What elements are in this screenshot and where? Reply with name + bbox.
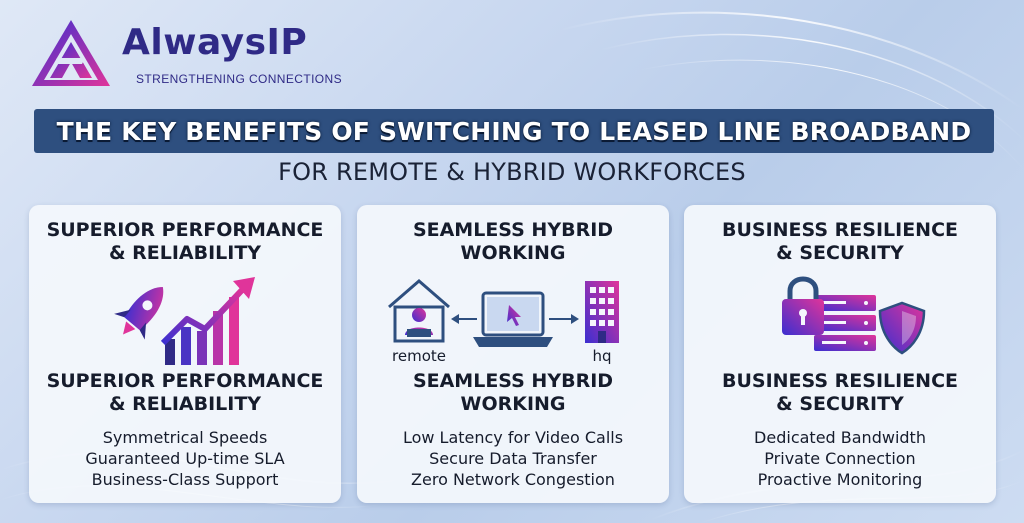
hq-label: hq [592, 347, 611, 365]
feature-item: Business-Class Support [91, 470, 279, 489]
card-heading-line2: & RELIABILITY [108, 242, 262, 264]
server-icon [814, 295, 876, 351]
feature-item: Secure Data Transfer [429, 449, 597, 468]
card-heading: BUSINESS RESILIENCE & SECURITY [684, 219, 996, 265]
house-laptop-office-icon: remote hq [388, 279, 619, 365]
card-heading: SUPERIOR PERFORMANCE & RELIABILITY [29, 219, 341, 265]
card-heading-repeat: SEAMLESS HYBRID WORKING [357, 370, 669, 416]
card-heading: SEAMLESS HYBRID WORKING [357, 219, 669, 265]
padlock-server-shield-icon [782, 276, 926, 355]
brand-name: AlwaysIP [122, 22, 308, 63]
card-heading-line1: SUPERIOR PERFORMANCE [46, 370, 324, 392]
feature-item: Guaranteed Up-time SLA [85, 449, 285, 468]
card-heading-line1: BUSINESS RESILIENCE [721, 370, 958, 392]
feature-item: Zero Network Congestion [411, 470, 615, 489]
card-heading-line2: & SECURITY [776, 242, 904, 264]
feature-item: Low Latency for Video Calls [402, 428, 624, 447]
house-icon [388, 279, 450, 343]
card-heading-line2: WORKING [460, 242, 566, 264]
banner-title: THE KEY BENEFITS OF SWITCHING TO LEASED … [56, 116, 972, 146]
remote-label: remote [392, 347, 446, 365]
padlock-icon [782, 276, 824, 335]
card-heading-line1: SEAMLESS HYBRID [412, 370, 614, 392]
feature-list: Symmetrical Speeds Guaranteed Up-time SL… [29, 427, 341, 490]
feature-item: Dedicated Bandwidth [754, 428, 926, 447]
rocket-growth-chart-icon [114, 277, 255, 365]
benefit-card-hybrid: SEAMLESS HYBRID WORKING [357, 205, 669, 503]
card-heading-line2: & SECURITY [776, 393, 904, 415]
card-heading-repeat: SUPERIOR PERFORMANCE & RELIABILITY [29, 370, 341, 416]
card-heading-line2: WORKING [460, 393, 566, 415]
feature-item: Symmetrical Speeds [102, 428, 268, 447]
triangle-a-logo-icon [32, 20, 110, 86]
brand-logo: AlwaysIP STRENGTHENING CONNECTIONS [30, 18, 350, 90]
benefit-card-performance: SUPERIOR PERFORMANCE & RELIABILITY SUPER… [29, 205, 341, 503]
card-heading-line2: & RELIABILITY [108, 393, 262, 415]
card-heading-line1: SEAMLESS HYBRID [412, 219, 614, 241]
card-heading-repeat: BUSINESS RESILIENCE & SECURITY [684, 370, 996, 416]
brand-tagline: STRENGTHENING CONNECTIONS [136, 72, 343, 86]
shield-icon [878, 301, 926, 355]
feature-item: Proactive Monitoring [757, 470, 923, 489]
page-subtitle: FOR REMOTE & HYBRID WORKFORCES [278, 158, 746, 186]
benefit-card-security: BUSINESS RESILIENCE & SECURITY [684, 205, 996, 503]
feature-list: Dedicated Bandwidth Private Connection P… [684, 427, 996, 490]
card-heading-line1: SUPERIOR PERFORMANCE [46, 219, 324, 241]
office-building-icon [585, 281, 619, 343]
card-heading-line1: BUSINESS RESILIENCE [721, 219, 958, 241]
title-banner: THE KEY BENEFITS OF SWITCHING TO LEASED … [34, 109, 994, 153]
feature-list: Low Latency for Video Calls Secure Data … [357, 427, 669, 490]
feature-item: Private Connection [764, 449, 916, 468]
laptop-icon [473, 291, 553, 347]
